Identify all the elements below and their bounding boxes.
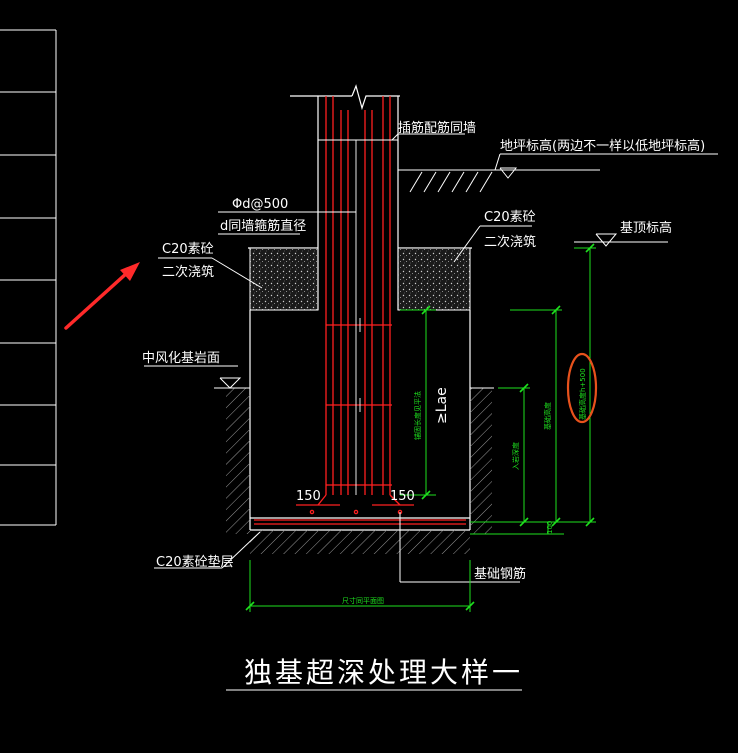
leader-lines (144, 133, 718, 583)
c20-block-left (249, 247, 319, 311)
title: 独基超深处理大样一 (244, 656, 523, 689)
label-vdim-3: 基础高度 (543, 402, 552, 430)
rebar-centerlines (318, 139, 398, 495)
label-ground-level: 地坪标高(两边不一样以低地坪标高) (500, 138, 705, 154)
ground-hatch (398, 169, 600, 193)
rebars (254, 96, 466, 525)
label-weathered-rock: 中风化基岩面 (142, 351, 220, 366)
label-c20-left-2: 二次浇筑 (162, 264, 214, 280)
label-lae: ≥Lae (434, 387, 450, 424)
red-arrow-icon (64, 262, 140, 330)
label-rebar-spec-bottom: d同墙箍筋直径 (220, 218, 306, 234)
label-c20-cushion: C20素砼垫层 (156, 554, 234, 570)
label-c20-right-2: 二次浇筑 (484, 234, 536, 250)
label-dim-100: 100 (546, 521, 554, 534)
label-vdim-2: 入岩深度 (511, 442, 520, 470)
label-foundation-rebar: 基础钢筋 (474, 566, 526, 582)
c20-block-right (397, 247, 471, 311)
label-top-elevation: 基顶标高 (620, 220, 672, 236)
orange-ellipse-icon (566, 352, 598, 424)
left-table (0, 29, 57, 526)
label-rebar-spec-top: Φd@500 (232, 197, 288, 212)
label-vdim-1: 锚固长度见平法 (413, 391, 422, 440)
label-c20-right-1: C20素砼 (484, 210, 536, 225)
label-dim-150-right: 150 (390, 489, 415, 504)
dimension-ticks (245, 243, 595, 611)
soil-hatch (214, 387, 494, 554)
label-rebar-wall: 插筋配筋同墙 (398, 120, 476, 136)
label-vdim-circled: 基础高度h+500 (578, 368, 587, 420)
label-dim-150-left: 150 (296, 489, 321, 504)
label-c20-left-1: C20素砼 (162, 242, 214, 257)
label-width-dim: 尺寸同平面图 (342, 596, 384, 605)
